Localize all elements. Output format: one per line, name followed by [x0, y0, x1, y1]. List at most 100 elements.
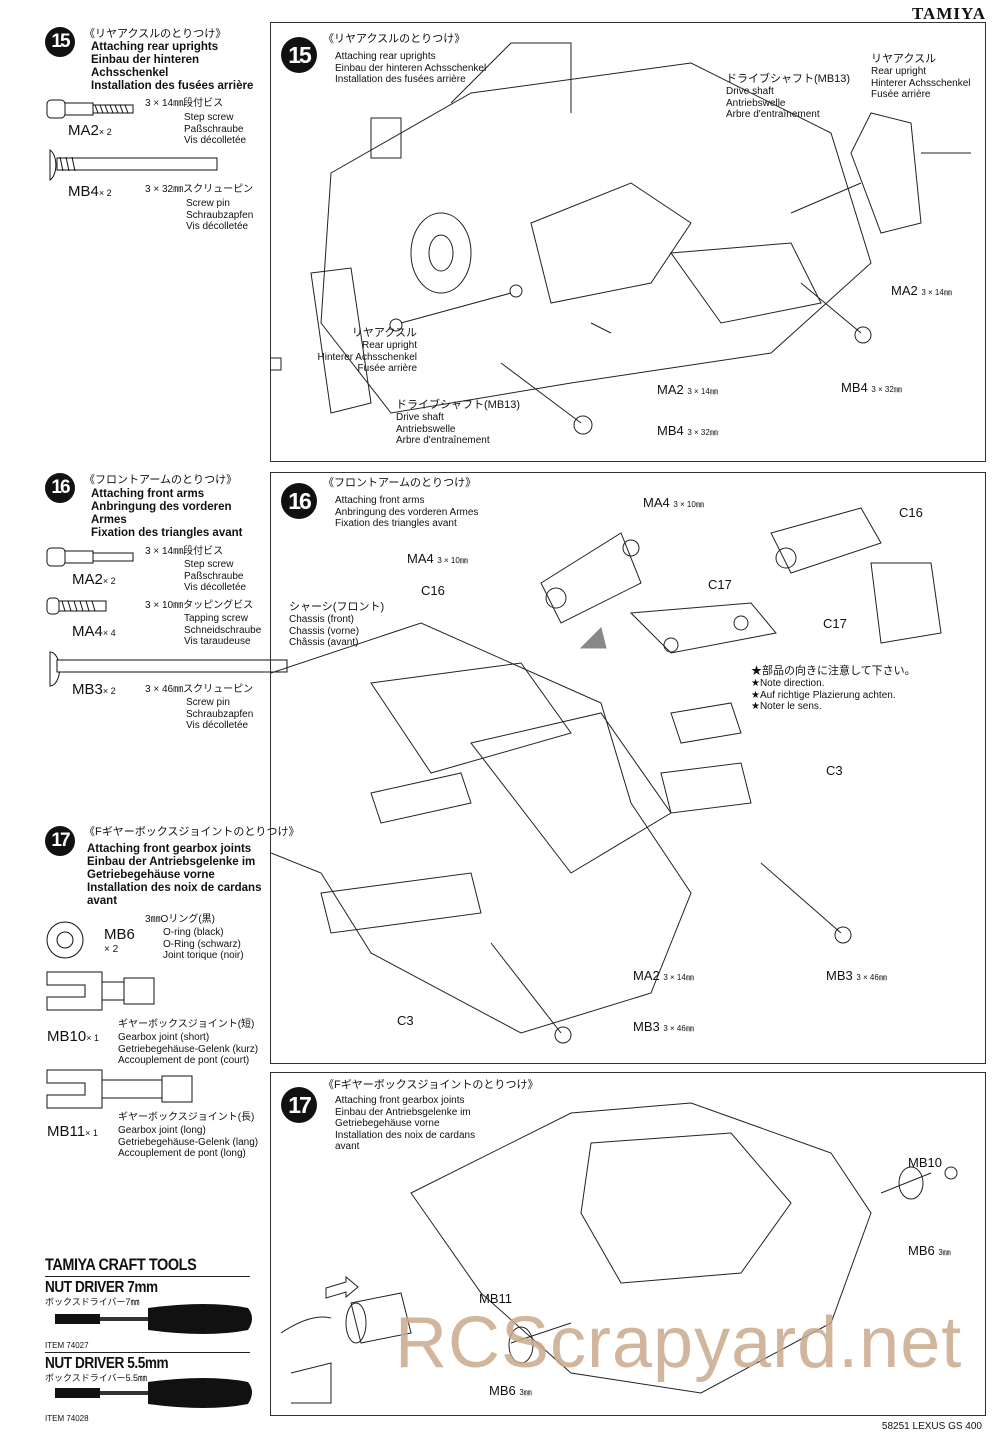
label-fr: Fusée arrière [357, 363, 417, 374]
part-en: Screw pin [186, 198, 230, 209]
part-fr: Vis décolletée [184, 135, 247, 146]
step-title-jp: 《リヤアクスルのとりつけ》 [323, 33, 466, 45]
part-de: Paßschraube [184, 123, 244, 135]
label-en: Chassis (front) [289, 614, 355, 625]
callout-code: C16 [421, 583, 445, 598]
part-code: MB11 [47, 1123, 86, 1140]
step-title-en: Attaching rear uprights [91, 41, 219, 53]
part-qty: × 2 [98, 188, 112, 198]
label-de: Hinterer Achsschenkel [871, 77, 971, 89]
part-de: Schneidschraube [184, 624, 262, 636]
label-fr: Arbre d'entraînement [726, 109, 820, 120]
step-title-de: Einbau der hinteren Achsschenkel [335, 62, 487, 74]
label-jp: リヤアクスル [871, 53, 937, 65]
label-jp: リヤアクスル [351, 327, 417, 339]
callout-code: MB4 [657, 423, 684, 438]
watermark: RCScrapyard.net [395, 1303, 963, 1383]
step-title-en: Attaching front arms [335, 495, 425, 506]
callout-code: MA2 [891, 283, 918, 298]
callout-code: MA2 [657, 382, 684, 397]
step-title-en: Attaching rear uprights [335, 51, 436, 62]
step-title-fr: Installation des fusées arrière [335, 74, 466, 85]
label-en: Rear upright [871, 66, 927, 77]
callout-code: MB3 [633, 1019, 660, 1034]
step-title-de: Einbau der hinteren [91, 54, 199, 66]
note-fr: ★Noter le sens. [751, 701, 822, 712]
label-de: Antriebswelle [396, 423, 456, 435]
part-code: MA4 [72, 623, 103, 640]
callout-size: 3 × 46㎜ [856, 973, 887, 982]
callout-size: 3 × 32㎜ [687, 428, 718, 437]
part-de: O-Ring (schwarz) [163, 938, 241, 950]
callout-code: MA2 [633, 968, 660, 983]
callout-code: MA4 [407, 551, 434, 566]
tool-item: ITEM 74028 [45, 1414, 89, 1423]
screw-illustrations [46, 547, 288, 687]
part-en: Step screw [184, 559, 234, 570]
step-title-de: Getriebegehäuse vorne [335, 1118, 440, 1129]
label-jp: シャーシ(フロント) [289, 601, 385, 613]
label-en: Drive shaft [726, 86, 774, 97]
part-en: Gearbox joint (short) [118, 1032, 210, 1043]
part-jp: 3 × 32㎜スクリューピン [145, 184, 254, 195]
part-qty: × 1 [85, 1128, 98, 1138]
callout-code: C3 [826, 763, 843, 778]
step-title-en: Attaching front gearbox joints [335, 1095, 465, 1106]
callout-code: MB11 [479, 1291, 512, 1306]
part-qty: × 2 [102, 686, 116, 696]
callout-size: 3 × 46㎜ [663, 1024, 694, 1033]
part-en: Gearbox joint (long) [118, 1125, 206, 1136]
part-illustrations [46, 921, 193, 1109]
step-title-de: Armes [91, 514, 127, 526]
step-number: 16 [45, 473, 75, 503]
step-title-en: Attaching front arms [91, 488, 205, 500]
gearbox-joint-assembly-drawing [280, 1102, 958, 1404]
part-fr: Vis décolletée [184, 582, 247, 593]
part-en: O-ring (black) [163, 927, 224, 938]
step-title-de: Anbringung des vorderen Armes [335, 506, 479, 518]
step-number: 17 [45, 826, 75, 856]
part-jp: 3 × 14㎜段付ビス [145, 98, 224, 109]
label-jp: ドライブシャフト(MB13) [396, 399, 521, 411]
tool-jp: ボックスドライバー7㎜ [45, 1297, 140, 1307]
tool-name: NUT DRIVER 5.5mm [45, 1355, 169, 1372]
screw-illustrations [46, 99, 218, 181]
step-title-en: Attaching front gearbox joints [87, 843, 252, 855]
rear-upright-assembly-drawing [271, 42, 971, 435]
part-fr: Accouplement de pont (court) [118, 1055, 250, 1066]
step-title-jp: 《フロントアームのとりつけ》 [84, 474, 238, 486]
part-code: MA2 [68, 122, 99, 139]
tool-name: NUT DRIVER 7mm [45, 1279, 158, 1296]
part-jp: 3㎜Oリング(黒) [145, 914, 215, 925]
part-fr: Vis taraudeuse [184, 636, 251, 647]
callout-code: MB10 [908, 1155, 942, 1170]
callout-code: MA4 [643, 495, 670, 510]
part-fr: Accouplement de pont (long) [118, 1148, 246, 1159]
label-en: Rear upright [361, 340, 417, 351]
tool-jp: ボックスドライバー5.5㎜ [45, 1373, 148, 1383]
label-de: Hinterer Achsschenkel [317, 351, 418, 363]
callout-code: C17 [708, 577, 732, 592]
step-title-de: Achsschenkel [91, 67, 169, 79]
step-title-de: Einbau der Antriebsgelenke im [335, 1106, 471, 1118]
label-fr: Arbre d'entraînement [396, 435, 490, 446]
step-title-jp: 《リヤアクスルのとりつけ》 [84, 28, 227, 40]
step-title-fr: Installation des noix de cardans [335, 1129, 476, 1141]
step-title-jp: 《フロントアームのとりつけ》 [323, 477, 477, 489]
part-en: Step screw [184, 112, 234, 123]
part-de: Schraubzapfen [186, 708, 254, 720]
part-code: MB3 [72, 681, 103, 698]
part-de: Getriebegehäuse-Gelenk (lang) [118, 1136, 259, 1148]
step-title-fr: avant [87, 895, 118, 907]
step-title-fr: Installation des fusées arrière [91, 80, 254, 92]
note-de: ★Auf richtige Plazierung achten. [751, 689, 896, 701]
step-title-fr: Installation des noix de cardans [87, 882, 262, 894]
callout-code: C17 [823, 616, 847, 631]
part-fr: Vis décolletée [186, 720, 249, 731]
part-de: Getriebegehäuse-Gelenk (kurz) [118, 1043, 259, 1055]
step-title-jp: 《Fギヤーボックスジョイントのとりつけ》 [84, 826, 300, 838]
step-title-de: Getriebegehäuse vorne [87, 869, 215, 881]
step-title-de: Anbringung des vorderen [91, 501, 232, 513]
part-qty: × 2 [98, 127, 112, 137]
